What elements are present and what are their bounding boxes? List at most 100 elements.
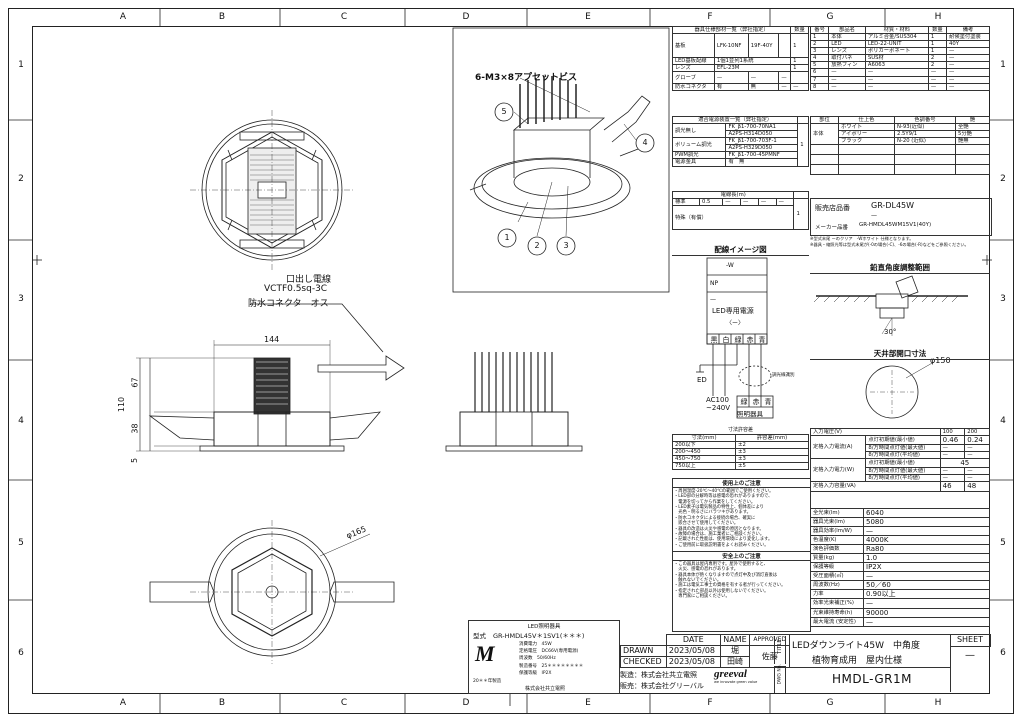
tolerance-header: 寸法(mm) xyxy=(671,433,737,442)
nameplate-row-label: 定格電圧 xyxy=(519,649,537,655)
equipment-c2: 19F-40Y xyxy=(747,33,780,59)
col-footer-b: B xyxy=(218,698,226,708)
spec-label: 定格入力容量(VA) xyxy=(810,481,941,492)
tolerance-cell: 200～450 xyxy=(671,447,737,456)
spec-list-label: 力率 xyxy=(810,589,864,600)
caution-line: ・LED素子は電気製品の特性上、個体差により xyxy=(674,505,764,511)
tb-sheet-header: SHEET xyxy=(950,634,991,647)
parts-cell: — xyxy=(864,68,929,77)
part-number-4: 4 xyxy=(642,138,648,147)
parts-cell: 5 xyxy=(809,61,830,70)
col-header-a: A xyxy=(119,12,127,22)
tolerance-cell: ±2 xyxy=(735,440,809,449)
dim-150: φ150 xyxy=(930,356,951,365)
nameplate-maker: 株式会社共立電照 xyxy=(525,686,566,692)
spec-list-value: 50／60 xyxy=(863,580,990,591)
spec-list-label: 演色評価数 xyxy=(810,544,864,555)
tb-drawn-name: 堀 xyxy=(719,645,751,657)
tb-name-header: NAME xyxy=(719,634,751,646)
row-header-6-right: 6 xyxy=(1000,648,1006,658)
row-header-1: 1 xyxy=(18,60,24,70)
nameplate-row-value: DC66V(専用電源) xyxy=(541,649,579,655)
parts-cell: 8 xyxy=(809,82,830,91)
spec-sub: 8/万時間点灯(平均値) xyxy=(865,451,941,460)
tolerance-cell: 200以下 xyxy=(671,440,737,449)
cautions-block: 使用上のご注意 ・周囲温度-20℃～40℃の範囲でご使用ください。 ・LED部の… xyxy=(672,478,811,632)
finish-cell: ブラック xyxy=(837,137,895,146)
finish-cell: 全艶 xyxy=(954,123,991,132)
sales-block: 販売店品番 GR-DL45W — メーカー品番 GR-HMDL45WM15V1(… xyxy=(810,198,992,236)
spec-v2: 200 xyxy=(964,427,990,437)
spec-list-label: 効率光束補正(%) xyxy=(810,598,864,609)
parts-cell: — xyxy=(927,82,948,91)
parts-cell: — xyxy=(946,54,990,63)
parts-cell: 1 xyxy=(809,33,830,42)
nameplate-title: LED照明器具 xyxy=(527,624,561,630)
power-value: FK_β1-700-703F-1 xyxy=(725,137,799,146)
equipment-c1: 1個1並列1系統 xyxy=(713,57,792,66)
equipment-qty: 1 xyxy=(790,33,809,59)
parts-cell: 取付バネ xyxy=(828,54,866,63)
spec-list-value: Ra80 xyxy=(863,544,990,555)
angle-30: 30° xyxy=(884,328,897,336)
spec-list-value: 90000 xyxy=(863,607,990,618)
parts-cell: — xyxy=(946,68,990,77)
safety-line: ・施工は電気工事士の資格を有する者が行ってください。 xyxy=(674,583,786,589)
tolerance-cell: 450～750 xyxy=(671,454,737,464)
safety-title: 安全上のご注意 xyxy=(673,550,810,561)
tb-drawn-label: DRAWN xyxy=(620,645,667,657)
col-footer-h: H xyxy=(934,698,942,708)
row-header-1-right: 1 xyxy=(1000,60,1006,70)
spec-b: — xyxy=(964,444,990,453)
col-footer-f: F xyxy=(707,698,713,708)
power-qty: 1 xyxy=(797,123,809,167)
spec-b: — xyxy=(964,451,990,460)
parts-cell: LED-22-UNIT xyxy=(864,40,929,49)
cable-special-label: 特殊（有償） xyxy=(671,205,795,231)
spec-list-value: 5080 xyxy=(863,517,990,528)
col-footer-a: A xyxy=(119,698,127,708)
wiring-w-label: -W xyxy=(726,262,734,269)
wiring-title: 配線イメージ図 xyxy=(672,244,809,256)
spec-list-label: 受圧面積(㎡) xyxy=(810,571,864,582)
drawing-frame xyxy=(8,8,1014,714)
tb-checked-date: 2023/05/08 xyxy=(665,656,721,668)
spec-sub: 8/万時間点灯(平均値) xyxy=(865,474,941,483)
parts-cell: 1 xyxy=(927,47,948,56)
tb-checked-label: CHECKED xyxy=(620,656,667,668)
col-footer-d: D xyxy=(462,698,470,708)
spec-a: 46 xyxy=(939,481,966,492)
caution-line: ・周囲温度-20℃～40℃の範囲でご使用ください。 xyxy=(674,489,774,494)
nameplate-year: 20＊＊年製造 xyxy=(473,679,502,684)
parts-cell: A6063 xyxy=(864,61,929,70)
caution-line: ・器具の改造は火災や感電の原因となります。 xyxy=(674,526,764,532)
greeval-brand: greeval xyxy=(714,668,747,680)
finish-cell: アイボリー xyxy=(837,130,895,139)
spec-b: — xyxy=(964,474,990,483)
parts-header-note: 備考 xyxy=(946,25,990,35)
parts-cell: 本体 xyxy=(828,33,866,42)
sales-value: GR-DL45W xyxy=(871,201,915,210)
finish-cell: N-20 (近似) xyxy=(893,137,956,146)
finish-header: 色調番号 xyxy=(893,115,956,125)
equipment-qty: 1 xyxy=(790,57,809,66)
nameplate: LED照明器具 型式 GR-HMDL45V＊1SV1(＊＊＊) M 消費電力 4… xyxy=(468,620,620,694)
power-header: 適合電源装置一覧（弊社指定） xyxy=(671,115,799,125)
greeval-tagline: we innovate green value xyxy=(714,680,758,684)
col-header-d: D xyxy=(462,12,470,22)
tb-title-line-1: LEDダウンライト45W 中角度 xyxy=(792,641,920,651)
finish-part: 本体 xyxy=(810,123,839,146)
tb-dwg-box: HMDL-GR1M xyxy=(784,666,951,692)
power-label: 電源金具 xyxy=(671,158,727,167)
nameplate-row-label: 周波数 xyxy=(519,656,533,662)
spec-sub: 8/万時間点灯値(最大値) xyxy=(865,444,941,453)
spec-list-value: — xyxy=(863,616,990,627)
spec-b: — xyxy=(964,467,990,476)
cautions-title: 使用上のご注意 xyxy=(673,479,810,488)
row-header-6: 6 xyxy=(18,648,24,658)
tb-dwg-side: DWG No. xyxy=(774,664,786,693)
wiring-np-label: NP xyxy=(710,280,719,287)
